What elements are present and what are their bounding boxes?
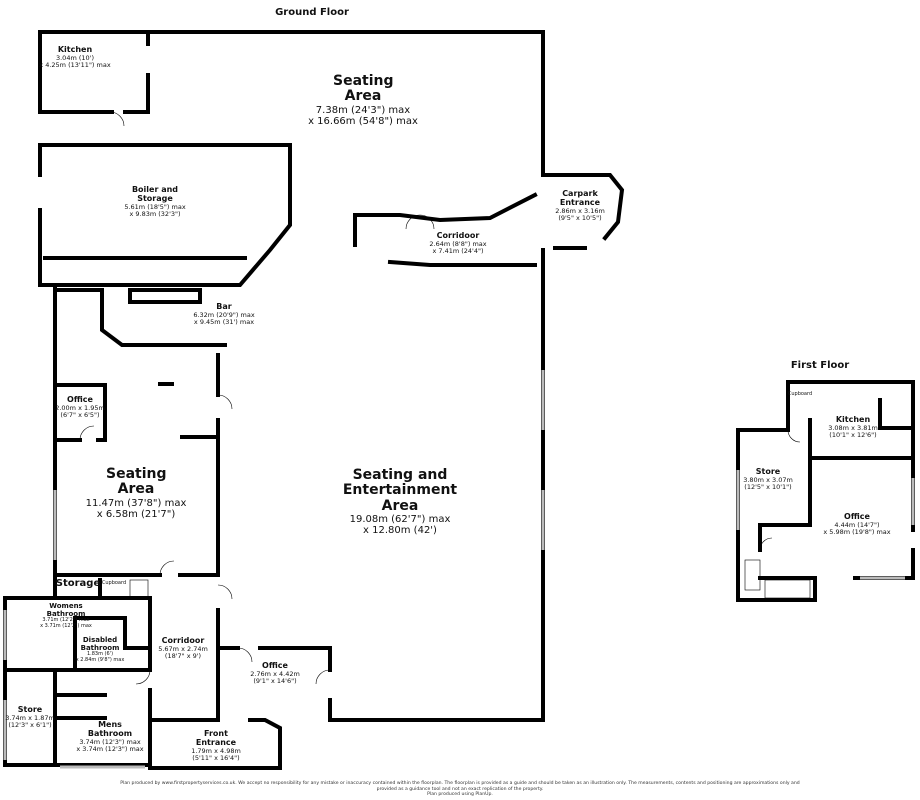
room-cupboard-first: Cupboard [787,391,813,397]
disclaimer-line-2: provided as a guidance tool and not an e… [376,786,544,792]
disclaimer-line-3: Plan produced using PlanUp. [427,792,493,798]
room-cupboard: Cupboard [101,580,127,586]
disclaimer-line-1: Plan produced by www.firstpropertyservic… [120,781,800,786]
disclaimer: Plan produced by www.firstpropertyservic… [100,781,820,798]
room-storage: Storage [55,578,101,589]
wall [146,30,545,177]
first-floor-title: First Floor [790,360,850,371]
ground-floor-title: Ground Floor [275,7,349,18]
wall [38,30,114,114]
